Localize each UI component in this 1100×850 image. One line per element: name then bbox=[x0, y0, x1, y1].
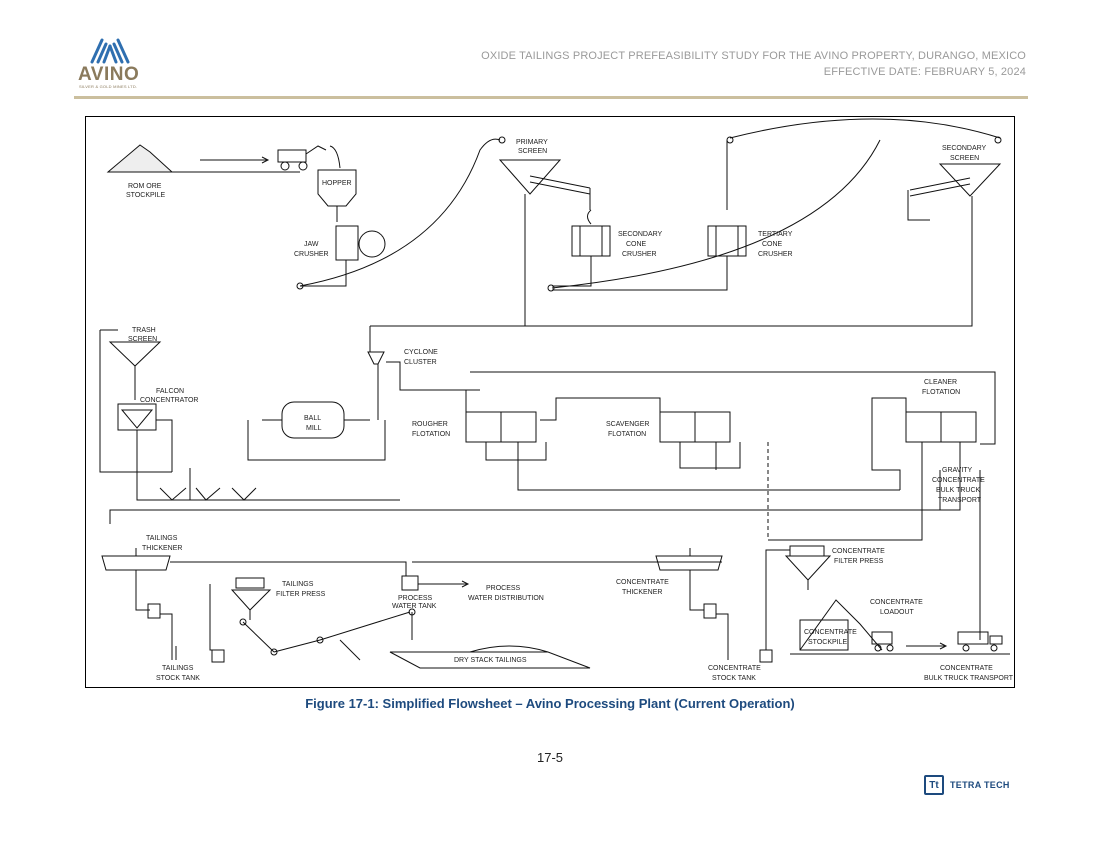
label-grav-3: BULK TRUCK bbox=[936, 487, 981, 494]
label-pscreen-1: PRIMARY bbox=[516, 139, 548, 146]
label-jaw-1: JAW bbox=[304, 241, 319, 248]
label-pwd-1: PROCESS bbox=[486, 585, 521, 592]
label-cstock-2: STOCKPILE bbox=[808, 639, 847, 646]
label-trash-1: TRASH bbox=[132, 327, 156, 334]
label-tfp-1: TAILINGS bbox=[282, 581, 314, 588]
label-tcc-2: CONE bbox=[762, 241, 783, 248]
label-cstock-1: CONCENTRATE bbox=[804, 629, 857, 636]
header-effective-date: EFFECTIVE DATE: FEBRUARY 5, 2024 bbox=[823, 66, 1026, 78]
label-pwt-2: WATER TANK bbox=[392, 603, 437, 610]
label-scc-1: SECONDARY bbox=[618, 231, 663, 238]
label-tthick-2: THICKENER bbox=[142, 545, 182, 552]
label-pscreen-2: SCREEN bbox=[518, 148, 547, 155]
label-grav-4: TRANSPORT bbox=[938, 497, 982, 504]
label-rom-1: ROM ORE bbox=[128, 183, 162, 190]
page-number: 17-5 bbox=[536, 750, 564, 765]
label-scav-2: FLOTATION bbox=[608, 431, 646, 438]
label-ball-1: BALL bbox=[304, 415, 321, 422]
label-cbt-2: BULK TRUCK TRANSPORT bbox=[924, 675, 1014, 682]
label-jaw-2: CRUSHER bbox=[294, 251, 329, 258]
label-sscreen-2: SCREEN bbox=[950, 155, 979, 162]
label-falcon-2: CONCENTRATOR bbox=[140, 397, 198, 404]
avino-logo-word: AVINO bbox=[78, 64, 140, 85]
label-rom-2: STOCKPILE bbox=[126, 192, 165, 199]
label-cleaner-2: FLOTATION bbox=[922, 389, 960, 396]
flowsheet-diagram: ROM ORE STOCKPILE HOPPER JAW CRUSHER PRI… bbox=[85, 116, 1015, 688]
label-cfp-1: CONCENTRATE bbox=[832, 548, 885, 555]
header-rule bbox=[74, 96, 1028, 99]
label-tst-1: TAILINGS bbox=[162, 665, 194, 672]
label-tthick-1: TAILINGS bbox=[146, 535, 178, 542]
label-tcc-1: TERTIARY bbox=[758, 231, 793, 238]
figure-caption: Figure 17-1: Simplified Flowsheet – Avin… bbox=[305, 696, 795, 711]
label-hopper: HOPPER bbox=[322, 180, 352, 187]
label-tst-2: STOCK TANK bbox=[156, 675, 200, 682]
label-tfp-2: FILTER PRESS bbox=[276, 591, 326, 598]
label-grav-2: CONCENTRATE bbox=[932, 477, 985, 484]
tetra-tech-wordmark: TETRA TECH bbox=[950, 780, 1010, 790]
label-cst-1: CONCENTRATE bbox=[708, 665, 761, 672]
label-cleaner-1: CLEANER bbox=[924, 379, 957, 386]
label-falcon-1: FALCON bbox=[156, 388, 184, 395]
label-drystack: DRY STACK TAILINGS bbox=[454, 657, 527, 664]
label-pwd-2: WATER DISTRIBUTION bbox=[468, 595, 544, 602]
avino-logo-icon bbox=[90, 38, 130, 64]
label-pwt-1: PROCESS bbox=[398, 595, 433, 602]
tetra-tech-mark-icon: Tt bbox=[924, 775, 944, 795]
label-rougher-2: FLOTATION bbox=[412, 431, 450, 438]
diagram-labels: ROM ORE STOCKPILE HOPPER JAW CRUSHER PRI… bbox=[126, 139, 1014, 682]
label-cyclone-1: CYCLONE bbox=[404, 349, 438, 356]
label-ball-2: MILL bbox=[306, 425, 322, 432]
label-cthick-1: CONCENTRATE bbox=[616, 579, 669, 586]
label-rougher-1: ROUGHER bbox=[412, 421, 448, 428]
label-cfp-2: FILTER PRESS bbox=[834, 558, 884, 565]
avino-logo-subtitle: SILVER & GOLD MINES LTD. bbox=[79, 84, 138, 89]
header-title: OXIDE TAILINGS PROJECT PREFEASIBILITY ST… bbox=[481, 50, 1026, 62]
tetra-tech-logo: Tt TETRA TECH bbox=[924, 773, 1010, 797]
label-tcc-3: CRUSHER bbox=[758, 251, 793, 258]
label-cload-1: CONCENTRATE bbox=[870, 599, 923, 606]
label-sscreen-1: SECONDARY bbox=[942, 145, 987, 152]
label-scc-3: CRUSHER bbox=[622, 251, 657, 258]
label-cst-2: STOCK TANK bbox=[712, 675, 756, 682]
label-scav-1: SCAVENGER bbox=[606, 421, 649, 428]
label-cload-2: LOADOUT bbox=[880, 609, 915, 616]
label-cbt-1: CONCENTRATE bbox=[940, 665, 993, 672]
label-cthick-2: THICKENER bbox=[622, 589, 662, 596]
label-grav-1: GRAVITY bbox=[942, 467, 973, 474]
label-scc-2: CONE bbox=[626, 241, 647, 248]
label-trash-2: SCREEN bbox=[128, 336, 157, 343]
label-cyclone-2: CLUSTER bbox=[404, 359, 437, 366]
